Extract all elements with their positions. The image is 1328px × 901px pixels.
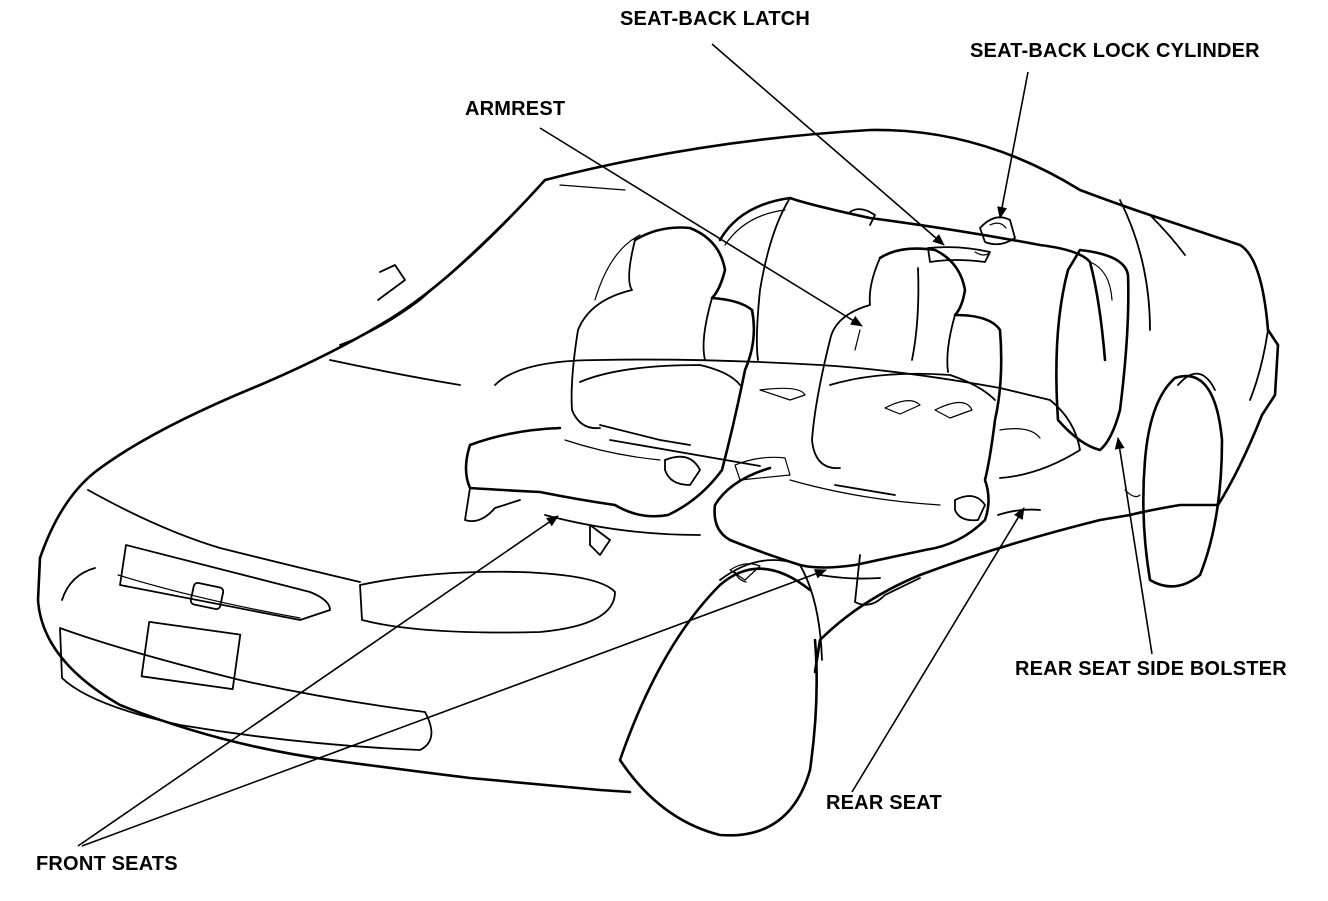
- label-rear-seat: REAR SEAT: [826, 792, 942, 814]
- rear-seat: [718, 196, 1130, 452]
- label-rear-seat-side-bolster: REAR SEAT SIDE BOLSTER: [1015, 658, 1287, 680]
- leader-seat-back-lock-cylinder: [997, 71, 1029, 219]
- leader-front-seat-left: [77, 515, 559, 847]
- label-seat-back-latch: SEAT-BACK LATCH: [620, 8, 811, 30]
- leader-seat-back-latch: [711, 43, 945, 246]
- front-seat-left: [464, 226, 756, 556]
- leader-rear-seat-side-bolster: [1114, 437, 1153, 655]
- label-armrest: ARMREST: [465, 98, 566, 120]
- car-body: [36, 128, 1280, 837]
- label-front-seats: FRONT SEATS: [36, 853, 178, 875]
- label-seat-back-lock-cylinder: SEAT-BACK LOCK CYLINDER: [970, 40, 1260, 62]
- front-seat-right: [713, 247, 1003, 606]
- leader-rear-seat: [851, 507, 1025, 793]
- leader-lines: [77, 43, 1153, 847]
- leader-front-seat-right: [81, 569, 827, 847]
- leader-armrest: [539, 127, 863, 327]
